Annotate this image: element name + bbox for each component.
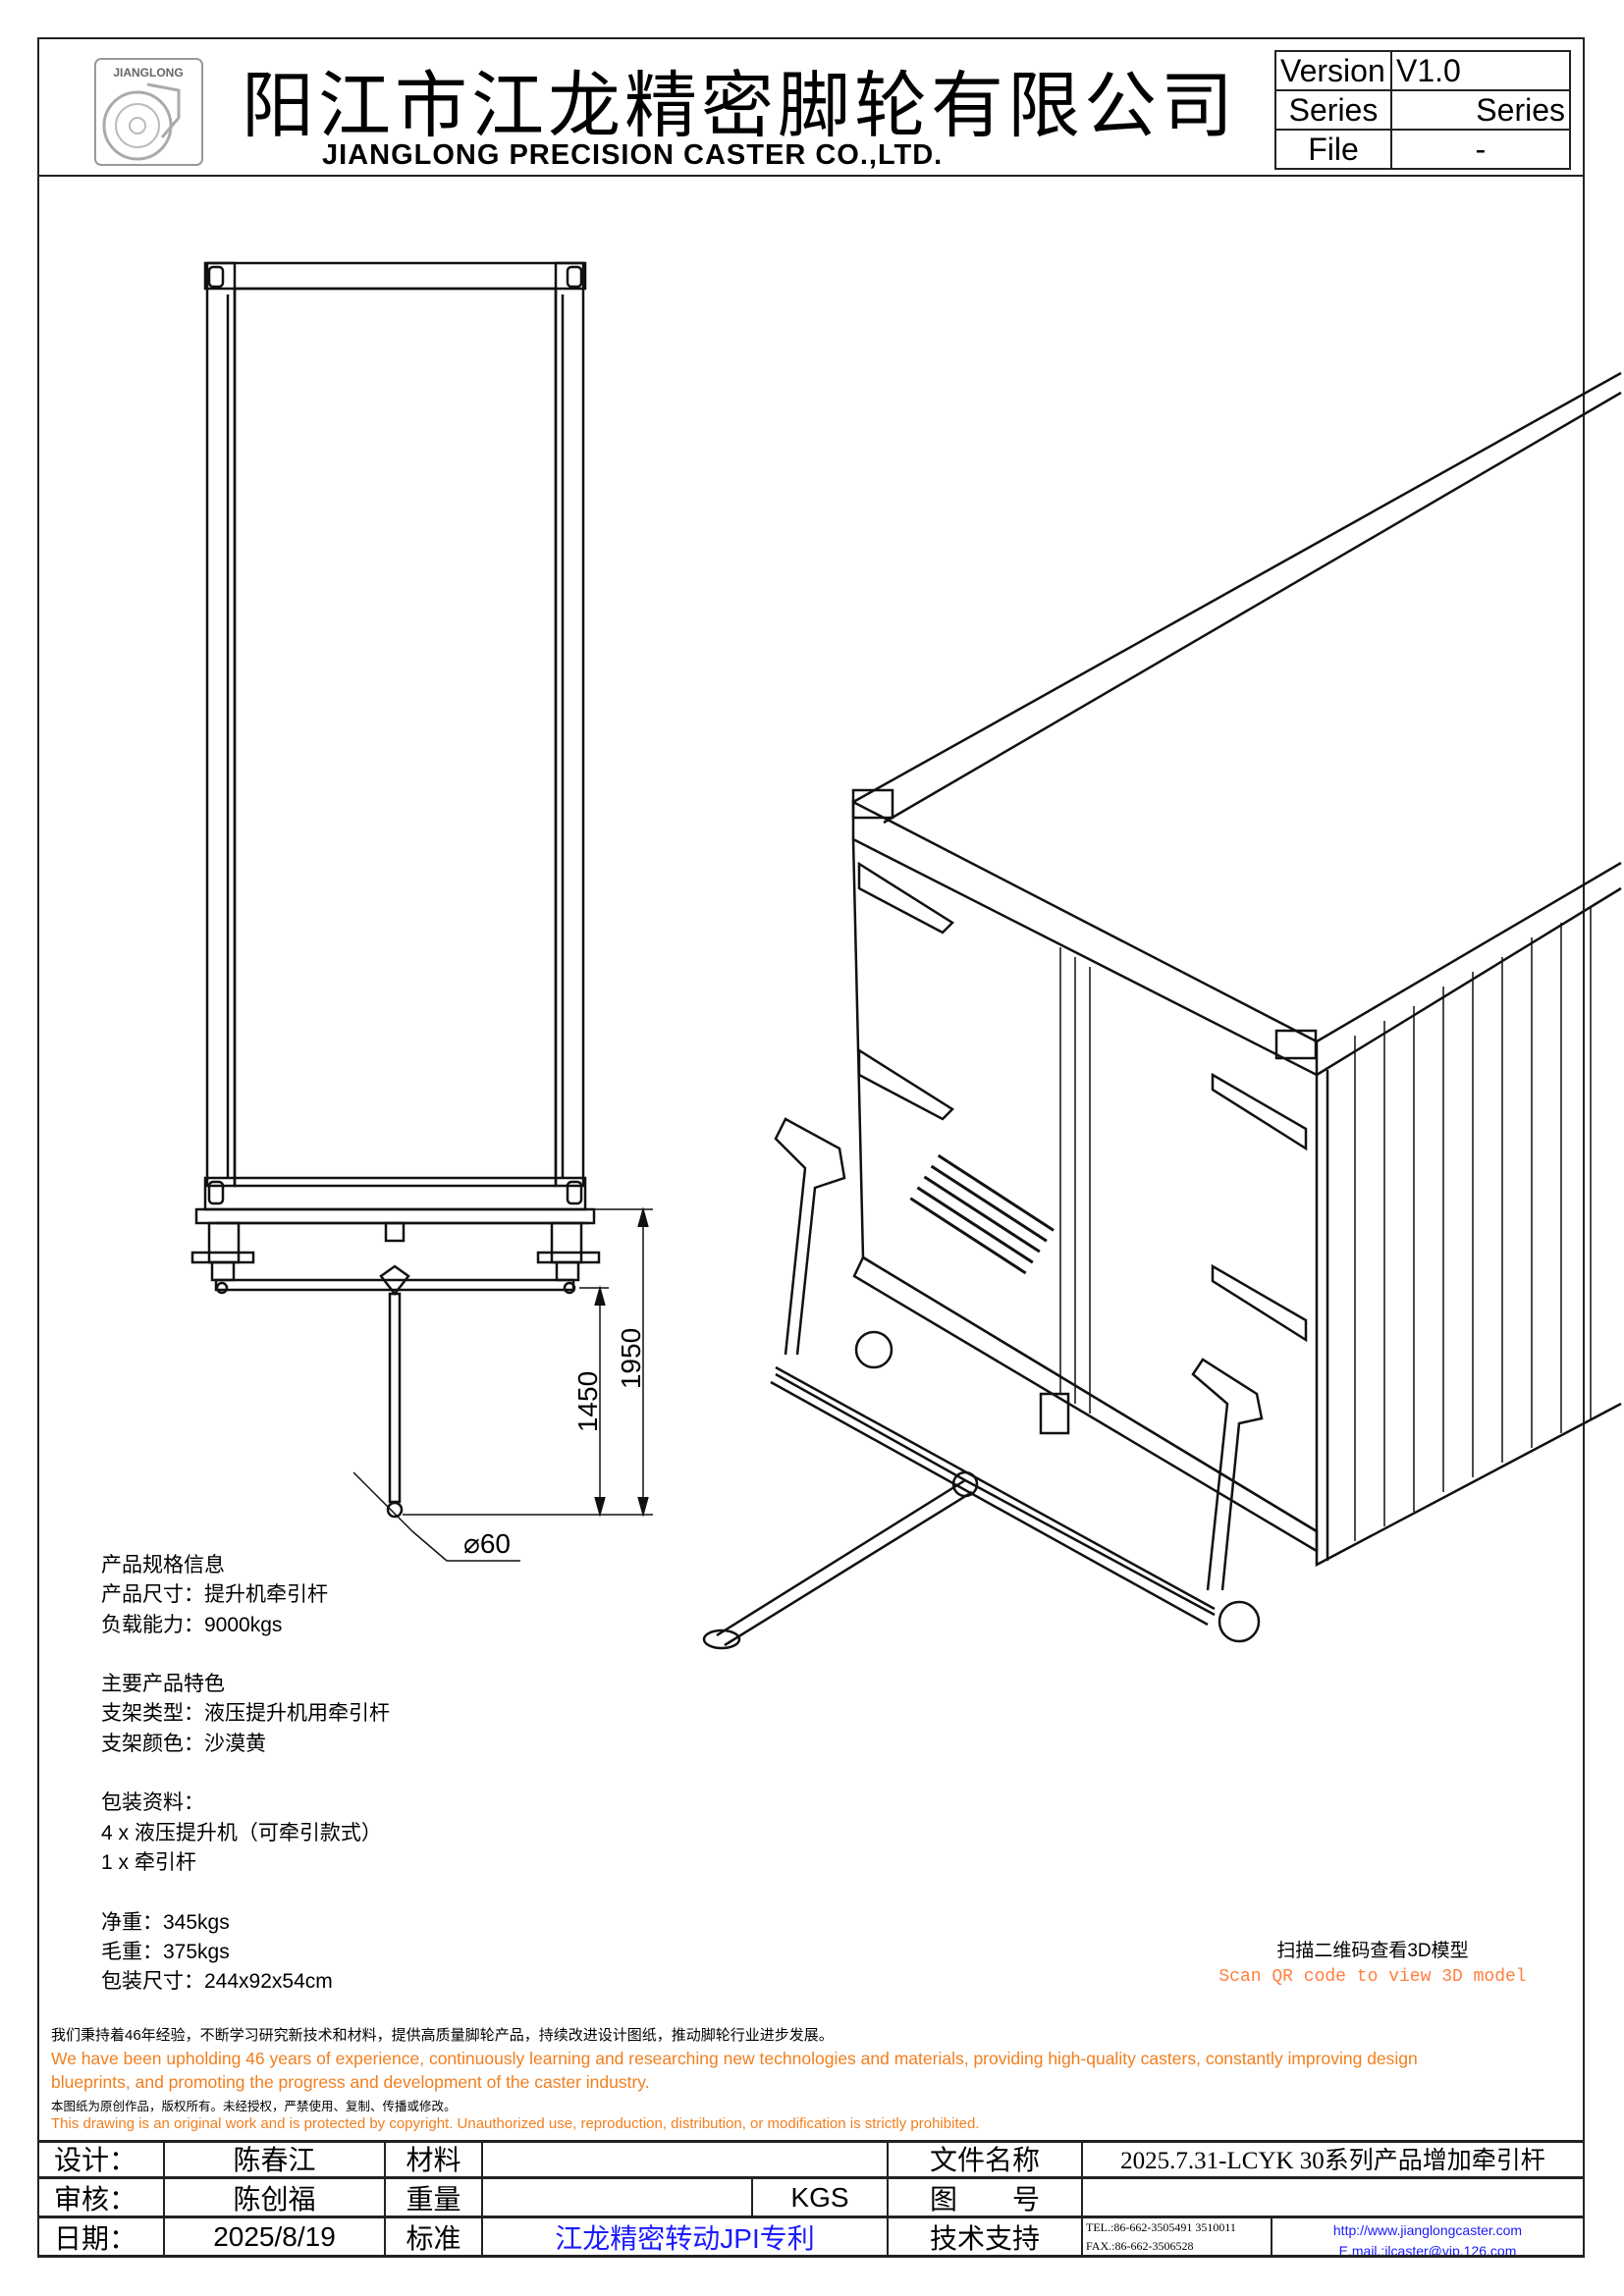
version-label: Version [1274, 50, 1392, 91]
spec-line: 支架颜色：沙漠黄 [101, 1732, 266, 1755]
spec-line: 1 x 牵引杆 [101, 1850, 196, 1874]
website-link[interactable]: http://www.jianglongcaster.com [1332, 2222, 1523, 2238]
dimension-1950: 1950 [616, 1327, 647, 1390]
material-value [483, 2140, 889, 2179]
product-spec: 产品规格信息产品尺寸：提升机牵引杆负载能力：9000kgs 主要产品特色支架类型… [101, 1551, 390, 1997]
review-label: 审核： [38, 2179, 165, 2218]
contact-web: http://www.jianglongcaster.com E.mail.:j… [1272, 2218, 1585, 2258]
weight-unit: KGS [753, 2179, 889, 2218]
mission-en-2: blueprints, and promoting the progress a… [51, 2072, 650, 2092]
tel: TEL.:86-662-3505491 3510011 [1086, 2220, 1236, 2234]
spec-line: 支架类型：液压提升机用牵引杆 [101, 1702, 390, 1726]
spec-line: 毛重：375kgs [101, 1940, 230, 1963]
email-link[interactable]: E.mail.:jlcaster@vip.126.com [1338, 2243, 1517, 2258]
title-block-top-rule [38, 2140, 1585, 2143]
dimension-1450: 1450 [572, 1370, 604, 1433]
spec-line: 包装尺寸：244x92x54cm [101, 1970, 333, 1994]
copyright-en: This drawing is an original work and is … [51, 2115, 980, 2132]
material-label: 材料 [386, 2140, 483, 2179]
standard-label: 标准 [386, 2218, 483, 2258]
standard-value: 江龙精密转动JPI专利 [483, 2218, 889, 2258]
date-value: 2025/8/19 [165, 2218, 386, 2258]
dimension-diameter-60: ⌀60 [463, 1528, 512, 1559]
file-value: - [1390, 129, 1571, 170]
mission-cn: 我们秉持着46年经验，不断学习研究新技术和材料，提供高质量脚轮产品，持续改进设计… [51, 2027, 834, 2044]
spec-line: 产品尺寸：提升机牵引杆 [101, 1583, 328, 1607]
contact-phone: TEL.:86-662-3505491 3510011 FAX.:86-662-… [1083, 2218, 1272, 2258]
design-value: 陈春江 [165, 2140, 386, 2179]
spec-line: 主要产品特色 [101, 1673, 225, 1696]
date-label: 日期： [38, 2218, 165, 2258]
copyright-cn: 本图纸为原创作品，版权所有。未经授权，严禁使用、复制、传播或修改。 [51, 2100, 457, 2113]
spec-line [101, 1640, 390, 1670]
fax: FAX.:86-662-3506528 [1086, 2239, 1194, 2253]
weight-label: 重量 [386, 2179, 483, 2218]
company-name-en: JIANGLONG PRECISION CASTER CO.,LTD. [322, 139, 944, 171]
qr-label-cn: 扫描二维码查看3D模型 [1276, 1941, 1469, 1961]
filename-value: 2025.7.31-LCYK 30系列产品增加牵引杆 [1083, 2140, 1585, 2179]
spec-line: 净重：345kgs [101, 1910, 230, 1934]
mission-en-1: We have been upholding 46 years of exper… [51, 2049, 1418, 2068]
drawing-number-value [1083, 2179, 1585, 2218]
header [37, 37, 1585, 177]
company-name-cn: 阳江市江龙精密脚轮有限公司 [242, 64, 1237, 148]
title-block: 设计： 陈春江 材料 文件名称 2025.7.31-LCYK 30系列产品增加牵… [38, 2140, 1585, 2258]
spec-line: 包装资料： [101, 1791, 204, 1815]
series-value: Series [1390, 89, 1571, 131]
filename-label: 文件名称 [889, 2140, 1083, 2179]
series-label: Series [1274, 89, 1392, 131]
support-label: 技术支持 [889, 2218, 1083, 2258]
file-label: File [1274, 129, 1392, 170]
design-label: 设计： [38, 2140, 165, 2179]
spec-line: 4 x 液压提升机（可牵引款式） [101, 1821, 382, 1844]
qr-label-en: Scan QR code to view 3D model [1218, 1967, 1527, 1987]
drawing-number-label: 图 号 [889, 2179, 1083, 2218]
review-value: 陈创福 [165, 2179, 386, 2218]
version-value: V1.0 [1390, 50, 1571, 91]
weight-value [483, 2179, 753, 2218]
spec-line: 负载能力：9000kgs [101, 1613, 283, 1636]
spec-line: 产品规格信息 [101, 1554, 225, 1576]
